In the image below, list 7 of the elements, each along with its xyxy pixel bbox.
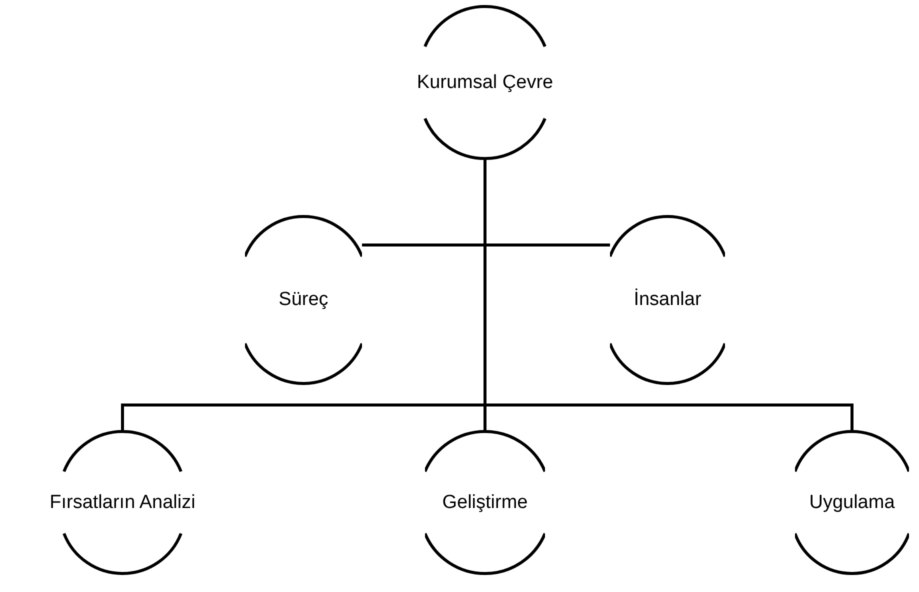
node-label: İnsanlar	[634, 289, 702, 311]
node-label: Geliştirme	[442, 492, 528, 514]
node-label: Süreç	[278, 289, 328, 311]
node-label: Uygulama	[809, 492, 895, 514]
node-label: Kurumsal Çevre	[416, 72, 554, 94]
connector-line	[484, 160, 854, 430]
node-label: Fırsatların Analizi	[50, 492, 196, 514]
